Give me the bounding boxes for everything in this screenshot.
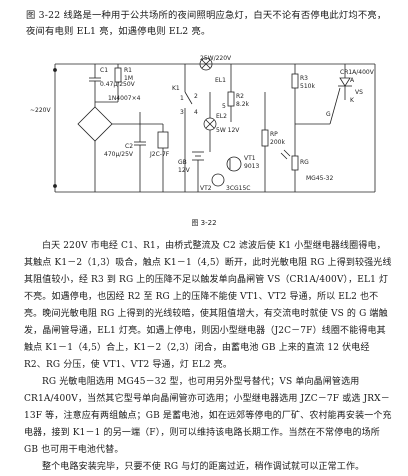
paragraph-3: 整个电路安装完毕，只要不使 RG 与灯的距离过近，稍作调试就可以正常工作。 — [42, 462, 365, 472]
label-k: K — [350, 97, 355, 104]
label-mains: ~220V — [30, 107, 51, 114]
label-vt1: VT1 — [244, 155, 256, 162]
body-text: 白天 220V 市电经 C1、R1，由桥式整流及 C2 滤波后使 K1 小型继电… — [24, 238, 394, 476]
intro-paragraph: 图 3-22 线路是一种用于公共场所的夜间照明应急灯，白天不论有否停电此灯均不亮… — [26, 8, 394, 40]
label-g: G — [326, 111, 331, 118]
circuit-diagram: ~220V C1 0.47μ/250V R1 1M 1N4007×4 C2 47… — [30, 55, 376, 193]
label-r2-value: 8.2k — [236, 101, 250, 108]
label-r2: R2 — [236, 93, 244, 100]
label-rp: RP — [270, 131, 278, 138]
label-vt1-type: 9013 — [244, 163, 259, 170]
label-battery-value: 12V — [178, 167, 191, 174]
label-pin-5: 5 — [222, 103, 226, 110]
label-pin-1: 1 — [180, 95, 184, 102]
label-vs: VS — [355, 89, 363, 96]
label-k1: K1 — [172, 85, 180, 92]
label-relay: J2C-7F — [149, 151, 170, 158]
label-battery: GB — [178, 159, 187, 166]
label-lamp1-rating: 25W/220V — [200, 55, 232, 62]
label-triac: CR1A/400V — [340, 69, 375, 76]
label-r1-value: 1M — [124, 75, 133, 82]
label-lamp1: EL1 — [215, 77, 226, 84]
label-c2: C2 — [125, 143, 133, 150]
label-c2-value: 470μ/25V — [104, 151, 134, 158]
label-r1: R1 — [124, 67, 132, 74]
paragraph-2: RG 光敏电阻选用 MG45－32 型，也可用另外型号替代；VS 单向晶闸管选用… — [24, 377, 392, 455]
label-a: A — [350, 77, 355, 84]
intro-text: 图 3-22 线路是一种用于公共场所的夜间照明应急灯，白天不论有否停电此灯均不亮… — [26, 10, 387, 37]
label-rp-value: 200k — [270, 139, 285, 146]
label-bridge: 1N4007×4 — [108, 95, 141, 102]
label-photo: MG45-32 — [306, 175, 333, 182]
label-vt2-type: 3CG15C — [226, 185, 250, 192]
paragraph-1: 白天 220V 市电经 C1、R1，由桥式整流及 C2 滤波后使 K1 小型继电… — [24, 241, 392, 370]
label-vt2: VT2 — [200, 185, 212, 192]
label-pin-3: 3 — [180, 109, 184, 116]
label-pin-4: 4 — [194, 109, 198, 116]
label-lamp2-rating: 5W 12V — [216, 127, 240, 134]
label-r3: R3 — [300, 75, 308, 82]
label-lamp2: EL2 — [216, 113, 227, 120]
label-pin-2: 2 — [194, 93, 198, 100]
label-c1: C1 — [100, 67, 108, 74]
label-c1-value: 0.47μ/250V — [100, 81, 136, 88]
figure-caption: 图 3-22 — [191, 219, 217, 227]
label-rg: RG — [300, 159, 309, 166]
label-r3-value: 510k — [300, 83, 315, 90]
